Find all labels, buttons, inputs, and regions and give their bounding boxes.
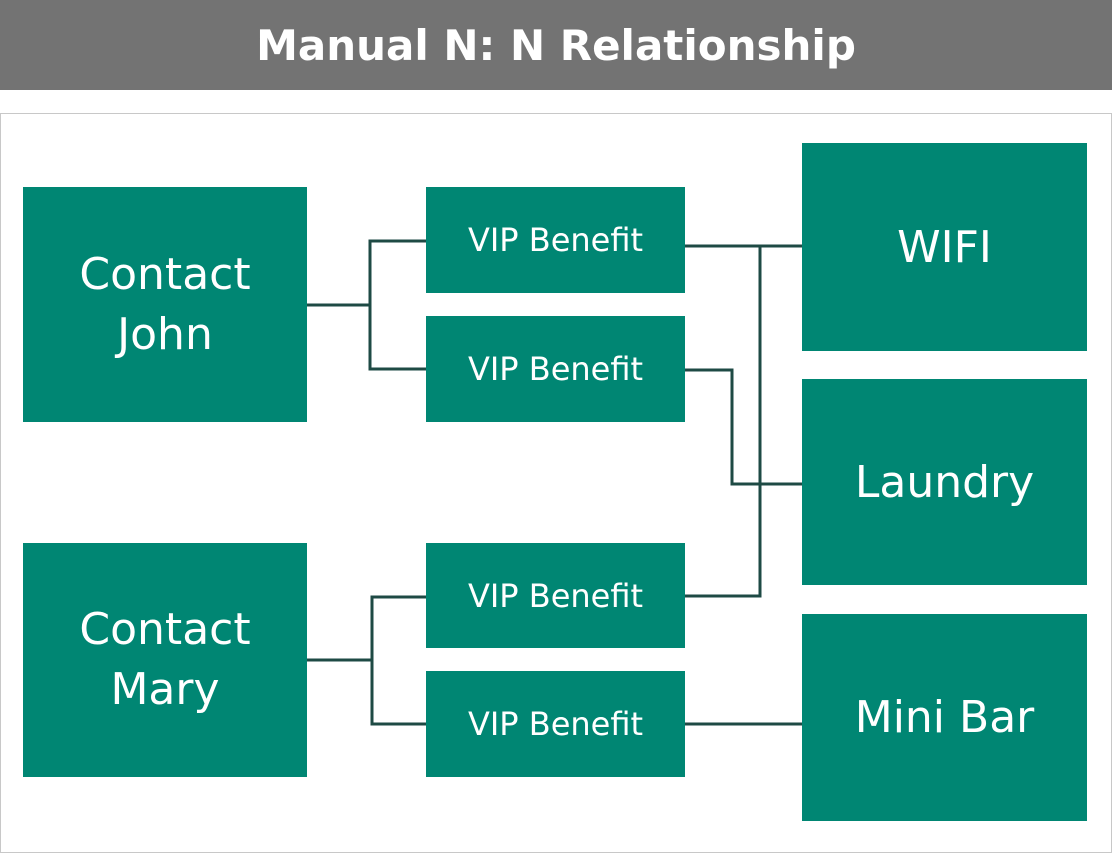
connector-john-benefit2 (368, 305, 426, 371)
vip-benefit-box-2: VIP Benefit (426, 316, 685, 422)
connector-mary-benefit3 (307, 595, 426, 662)
connector-mary-benefit4 (370, 660, 426, 726)
wifi-label: WIFI (897, 221, 992, 273)
vip-benefit-box-4: VIP Benefit (426, 671, 685, 777)
connector-john-benefit1 (307, 239, 426, 307)
connector-benefit2-laundry (685, 368, 802, 486)
minibar-box: Mini Bar (802, 614, 1087, 821)
vip-benefit-label: VIP Benefit (467, 576, 644, 615)
laundry-box: Laundry (802, 379, 1087, 585)
wifi-box: WIFI (802, 143, 1087, 351)
vip-benefit-box-1: VIP Benefit (426, 187, 685, 293)
vip-benefit-label: VIP Benefit (467, 350, 644, 388)
vip-benefit-label: VIP Benefit (467, 221, 644, 259)
vip-benefit-box-3: VIP Benefit (426, 543, 685, 648)
laundry-label: Laundry (854, 456, 1035, 508)
page-title: Manual N: N Relationship (256, 20, 856, 70)
title-bar: Manual N: N Relationship (0, 0, 1112, 90)
connector-benefit3-wifi (685, 246, 762, 598)
vip-benefit-label: VIP Benefit (467, 705, 644, 743)
minibar-label: Mini Bar (854, 692, 1035, 743)
